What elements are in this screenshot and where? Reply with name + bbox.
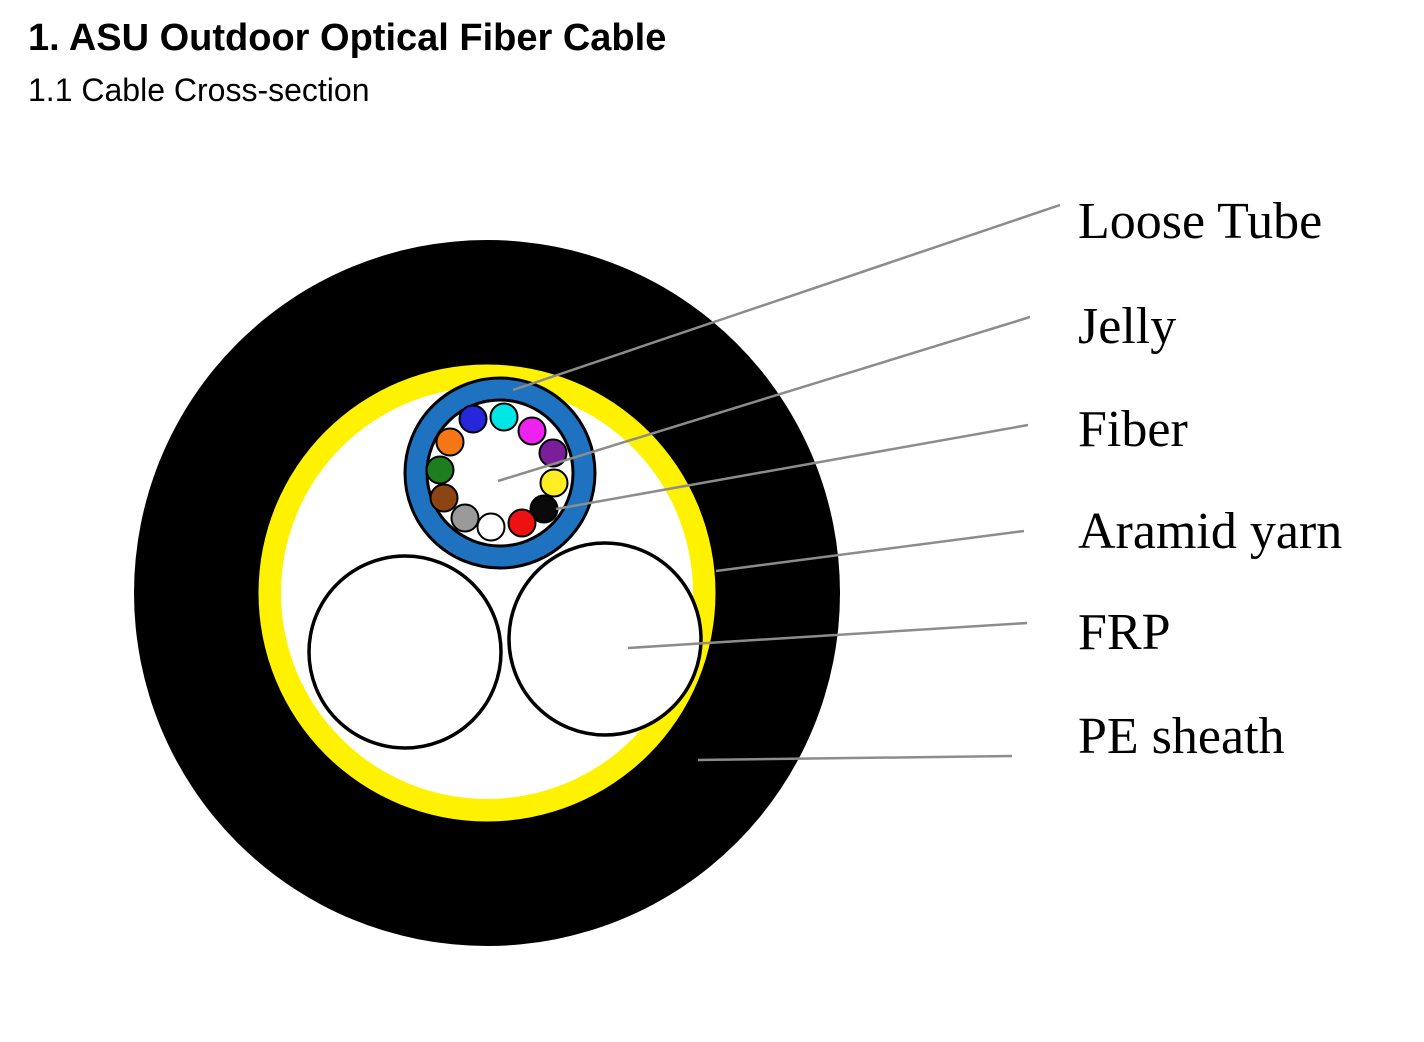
frp-rod-right — [507, 541, 703, 737]
fiber-dot-green — [425, 455, 455, 485]
fiber-dot-red — [507, 508, 537, 538]
fiber-dot-gray — [450, 503, 480, 533]
frp-rod-left — [307, 554, 503, 750]
section-subtitle: 1.1 Cable Cross-section — [28, 72, 370, 108]
label-fiber: Fiber — [1078, 401, 1188, 458]
fiber-dot-orange — [435, 427, 465, 457]
leader-line-frp — [627, 621, 1028, 650]
leader-line-aramid-yarn — [715, 529, 1025, 573]
leader-lines — [497, 203, 1061, 762]
fiber-dots — [425, 402, 569, 542]
fiber-dot-yellow — [539, 468, 569, 498]
fiber-dot-white — [476, 512, 506, 542]
fiber-dot-blue — [458, 404, 488, 434]
label-jelly: Jelly — [1078, 298, 1177, 355]
label-frp: FRP — [1078, 604, 1171, 661]
leader-line-loose-tube — [512, 203, 1061, 392]
fiber-dot-purple — [538, 438, 568, 468]
fiber-dot-cyan — [489, 402, 519, 432]
label-loose-tube: Loose Tube — [1078, 193, 1323, 250]
label-aramid-yarn: Aramid yarn — [1078, 503, 1343, 560]
label-pe-sheath: PE sheath — [1078, 708, 1285, 765]
leader-line-jelly — [497, 315, 1031, 483]
fiber-dot-magenta — [517, 416, 547, 446]
fiber-dot-brown — [429, 483, 459, 513]
leader-line-pe-sheath — [697, 754, 1013, 762]
leader-line-fiber — [555, 423, 1029, 511]
page-title: 1. ASU Outdoor Optical Fiber Cable — [28, 17, 667, 59]
